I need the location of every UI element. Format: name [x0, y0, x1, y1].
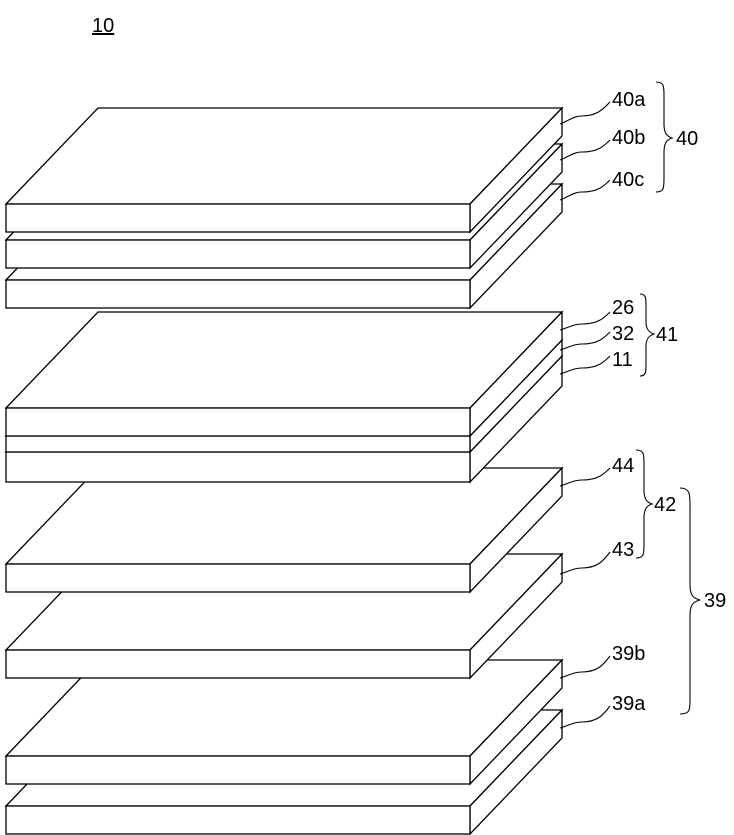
brace-41 [640, 294, 654, 376]
label-39: 39 [704, 590, 726, 612]
label-39b: 39b [612, 643, 645, 665]
plate-11-front-face [6, 452, 470, 482]
label-40a: 40a [612, 89, 646, 111]
reference-labels: 40a 40b 40c 40 26 32 11 41 44 43 42 39b … [612, 89, 726, 715]
plate-40b-front-face [6, 240, 470, 268]
figure-number: 10 [92, 15, 114, 37]
plate-26-front-face [6, 408, 470, 436]
leader-40a [560, 102, 610, 124]
plate-40a-front-face [6, 204, 470, 232]
leader-43 [560, 552, 610, 574]
leader-11 [560, 356, 610, 374]
leader-26 [560, 312, 610, 330]
label-40: 40 [676, 128, 698, 150]
label-43: 43 [612, 539, 634, 561]
plate-40a-top-face [6, 108, 562, 204]
label-44: 44 [612, 455, 634, 477]
label-26: 26 [612, 297, 634, 319]
label-41: 41 [656, 324, 678, 346]
plate-lower-39a-base-front-face [6, 806, 470, 834]
plate-26 [6, 312, 562, 436]
plate-26-top-face [6, 312, 562, 408]
label-32: 32 [612, 323, 634, 345]
leader-lines [560, 102, 610, 728]
leader-40b [560, 140, 610, 160]
label-40b: 40b [612, 127, 645, 149]
brace-39 [680, 488, 700, 714]
leader-39a [560, 706, 610, 728]
braces [636, 82, 700, 714]
plate-39a-front-face [6, 756, 470, 784]
leader-32 [560, 332, 610, 350]
plate-43-front-face [6, 564, 470, 592]
plate-39b-front-face [6, 650, 470, 678]
plate-40c-front-face [6, 280, 470, 308]
label-39a: 39a [612, 693, 646, 715]
label-11: 11 [612, 349, 633, 371]
label-40c: 40c [612, 169, 644, 191]
layer-plates [6, 108, 562, 834]
plate-40a [6, 108, 562, 232]
leader-40c [560, 180, 610, 200]
leader-39b [560, 656, 610, 678]
leader-44 [560, 468, 610, 486]
brace-40 [656, 82, 672, 192]
label-42: 42 [654, 494, 676, 516]
brace-42 [636, 450, 652, 558]
plate-43 [6, 468, 562, 592]
plate-32-front-face [6, 436, 470, 452]
